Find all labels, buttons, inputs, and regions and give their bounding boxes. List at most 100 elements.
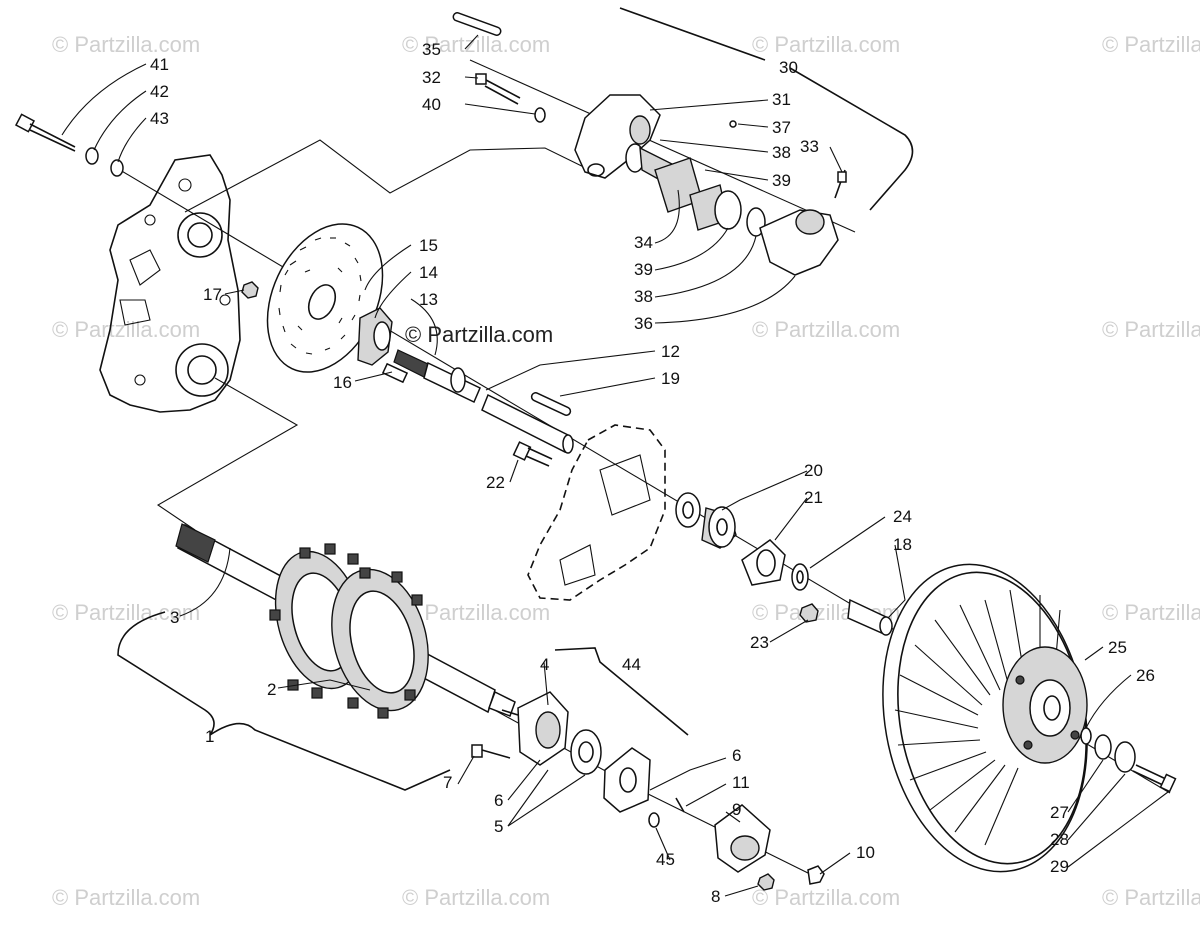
callout-37: 37 <box>772 118 791 137</box>
callout-16: 16 <box>333 373 352 392</box>
watermark-layer: © Partzilla.com © Partzilla.com © Partzi… <box>52 32 1200 910</box>
assembly-bracket-44 <box>554 647 689 736</box>
watermark-text: © Partzilla.com <box>402 600 550 625</box>
callout-4: 4 <box>540 655 549 674</box>
nut-17 <box>241 281 259 299</box>
callout-41: 41 <box>150 55 169 74</box>
bolt-41 <box>14 113 76 152</box>
callout-34: 34 <box>634 233 653 252</box>
callout-26: 26 <box>1136 666 1155 685</box>
watermark-text: © Partzilla.com <box>52 885 200 910</box>
callout-6a: 6 <box>494 791 503 810</box>
watermark-text: © Partzilla.com <box>752 32 900 57</box>
key-19 <box>530 392 572 416</box>
leader-lines <box>61 34 1169 897</box>
callout-11: 11 <box>732 773 750 792</box>
watermark-text: © Partzilla.com <box>752 317 900 342</box>
piston-39b <box>714 190 742 230</box>
watermark-text: © Partzilla.com <box>1102 32 1200 57</box>
callout-9: 9 <box>732 800 741 819</box>
watermark-text: © Partzilla.com <box>52 32 200 57</box>
flange-6 <box>603 747 651 813</box>
callout-40: 40 <box>422 95 441 114</box>
brake-shaft <box>393 349 481 404</box>
callout-25: 25 <box>1108 638 1127 657</box>
brake-hub <box>357 307 393 366</box>
washer-24 <box>791 563 809 591</box>
spacer-18 <box>847 598 893 636</box>
callout-18: 18 <box>893 535 912 554</box>
callout-27: 27 <box>1050 803 1069 822</box>
callout-20: 20 <box>804 461 823 480</box>
center-watermark-text: © Partzilla.com <box>405 322 553 347</box>
callout-35: 35 <box>422 40 441 59</box>
callout-30: 30 <box>779 58 798 77</box>
sleeve-12 <box>481 393 574 454</box>
bolt-32 <box>475 73 521 105</box>
chaincase-housing <box>99 154 241 413</box>
callout-33: 33 <box>800 137 819 156</box>
watermark-text: © Partzilla.com <box>1102 600 1200 625</box>
callout-39a: 39 <box>772 171 791 190</box>
callout-3: 3 <box>170 608 179 627</box>
callout-23: 23 <box>750 633 769 652</box>
washer-40 <box>534 107 546 123</box>
callout-13: 13 <box>419 290 438 309</box>
watermark-text: © Partzilla.com <box>52 600 200 625</box>
assembly-bracket-30 <box>619 7 914 211</box>
callout-8: 8 <box>711 887 720 906</box>
brake-disc <box>266 223 384 373</box>
callout-12: 12 <box>661 342 680 361</box>
callout-32: 32 <box>422 68 441 87</box>
callout-19: 19 <box>661 369 680 388</box>
washer-42 <box>85 147 99 165</box>
bolt-7 <box>471 744 511 759</box>
bulkhead-plate <box>527 424 666 601</box>
bearing-20 <box>675 492 737 549</box>
washer-27 <box>1094 734 1112 760</box>
end-cap-9 <box>714 804 771 873</box>
callout-labels: 1 2 3 4 5 6 6 7 8 9 10 11 12 13 14 15 16… <box>150 40 1155 906</box>
washer-43 <box>110 159 124 177</box>
pin-35 <box>452 12 502 36</box>
callout-38b: 38 <box>634 287 653 306</box>
sprocket-2 <box>269 543 429 719</box>
callout-7: 7 <box>443 773 452 792</box>
watermark-text: © Partzilla.com <box>1102 317 1200 342</box>
callout-22: 22 <box>486 473 505 492</box>
callout-45: 45 <box>656 850 675 869</box>
callout-29: 29 <box>1050 857 1069 876</box>
callout-42: 42 <box>150 82 169 101</box>
washer-45 <box>648 812 660 828</box>
watermark-text: © Partzilla.com <box>402 32 550 57</box>
washer-26 <box>1080 727 1092 745</box>
flange-21 <box>741 539 786 586</box>
nut-8 <box>757 873 775 891</box>
callout-6b: 6 <box>732 746 741 765</box>
fitting-10 <box>807 865 825 885</box>
bleeder-33 <box>834 169 847 199</box>
watermark-text: © Partzilla.com <box>752 885 900 910</box>
pin-11 <box>675 797 685 813</box>
watermark-text: © Partzilla.com <box>1102 885 1200 910</box>
driven-pulley <box>882 563 1088 873</box>
nut-23 <box>799 603 819 623</box>
callout-44: 44 <box>622 655 641 674</box>
caliper-31 <box>574 94 661 179</box>
bolt-22 <box>512 441 553 467</box>
callout-14: 14 <box>419 263 438 282</box>
callout-36: 36 <box>634 314 653 333</box>
callout-1: 1 <box>205 727 214 746</box>
bleeder-37 <box>729 120 737 128</box>
callout-43: 43 <box>150 109 169 128</box>
callout-21: 21 <box>804 488 823 507</box>
callout-10: 10 <box>856 843 875 862</box>
bolt-29 <box>1132 764 1177 793</box>
watermark-text: © Partzilla.com <box>52 317 200 342</box>
callout-39b: 39 <box>634 260 653 279</box>
callout-31: 31 <box>772 90 791 109</box>
bearing-housing-4 <box>517 691 569 766</box>
callout-5: 5 <box>494 817 503 836</box>
callout-24: 24 <box>893 507 912 526</box>
